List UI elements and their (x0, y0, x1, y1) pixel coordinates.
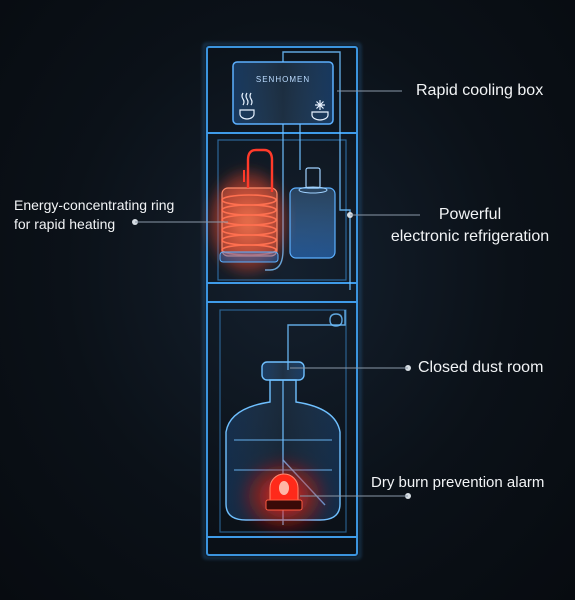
cold-tank (289, 167, 336, 259)
callout-cooling-box: Rapid cooling box (416, 82, 544, 99)
callout-refrigeration: Powerful electronic refrigeration (375, 204, 565, 248)
cooling-box: SENHOMEN (232, 61, 334, 125)
hot-water-icon (239, 92, 255, 120)
alarm-beacon-icon (238, 456, 330, 536)
callout-heating-ring-line1: Energy-concentrating ring (14, 197, 175, 213)
cabinet-frame (203, 43, 361, 559)
callout-lines (132, 90, 420, 499)
callout-heating-ring: Energy-concentrating ring for rapid heat… (14, 196, 174, 234)
callout-heating-ring-line2: for rapid heating (14, 216, 116, 232)
cold-water-icon (311, 100, 329, 121)
callout-dust-room: Closed dust room (418, 359, 544, 376)
callout-alarm: Dry burn prevention alarm (371, 474, 545, 491)
callout-refrigeration-line2: electronic refrigeration (390, 228, 550, 245)
callout-refrigeration-line1: Powerful (438, 206, 502, 223)
heating-tank (208, 148, 288, 274)
brand-text: SENHOMEN (256, 75, 310, 84)
